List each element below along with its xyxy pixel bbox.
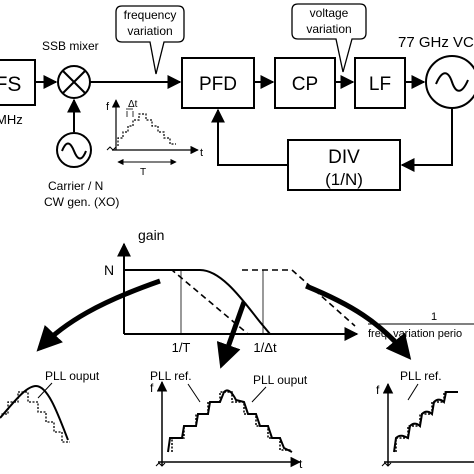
gain-curve-dashed-low xyxy=(140,269,249,335)
gain-curve-solid xyxy=(124,269,271,335)
svg-text:(1/N): (1/N) xyxy=(325,170,363,189)
pfd-block: PFD xyxy=(181,57,255,109)
div-block: DIV (1/N) xyxy=(287,139,401,191)
svg-text:f: f xyxy=(106,101,110,113)
gain-plot-level-n: N xyxy=(104,262,114,278)
bottom-left-legend: PLL ouput xyxy=(45,369,100,383)
pointer-arrow-right xyxy=(305,283,412,360)
pointer-arrow-left xyxy=(36,278,161,352)
carrier-label-line1: Carrier / N xyxy=(48,179,103,193)
svg-text:variation: variation xyxy=(127,24,172,38)
pointer-arrow-middle xyxy=(216,301,247,369)
svg-text:DIV: DIV xyxy=(328,147,360,168)
ssb-mixer-label: SSB mixer xyxy=(42,39,99,53)
svg-text:T: T xyxy=(140,167,146,178)
svg-text:frequency: frequency xyxy=(124,8,177,22)
gain-curve-dashed-high xyxy=(242,269,356,327)
bottom-middle-legend-out: PLL ouput xyxy=(253,373,308,387)
gain-plot-xtick-1: 1/T xyxy=(172,340,191,355)
gain-plot: gain N 1/T 1/Δt 1 freq. variation perio xyxy=(104,227,474,355)
svg-text:Δt: Δt xyxy=(128,99,138,110)
svg-text:t: t xyxy=(299,457,303,471)
svg-text:LF: LF xyxy=(369,74,391,95)
svg-text:PFD: PFD xyxy=(199,74,237,95)
wire-vco-to-div xyxy=(400,108,453,172)
gain-plot-ylabel: gain xyxy=(138,227,164,243)
cp-block: CP xyxy=(274,57,336,109)
carrier-label-line2: CW gen. (XO) xyxy=(44,195,119,209)
bottom-middle-legend-ref: PLL ref. xyxy=(150,369,192,383)
svg-text:f: f xyxy=(376,383,380,397)
frequency-variation-callout: frequency variation xyxy=(115,5,185,75)
svg-text:voltage: voltage xyxy=(310,6,349,20)
svg-text:CP: CP xyxy=(292,74,318,95)
fs-frequency-label: MHz xyxy=(0,112,23,127)
voltage-variation-callout: voltage variation xyxy=(291,3,367,73)
lf-block: LF xyxy=(354,57,406,109)
svg-text:t: t xyxy=(200,147,203,159)
svg-text:variation: variation xyxy=(306,22,351,36)
carrier-generator-symbol xyxy=(56,132,92,168)
fs-block: FS xyxy=(0,59,36,106)
svg-text:f: f xyxy=(150,381,154,395)
bottom-right-legend: PLL ref. xyxy=(400,369,442,383)
wire-div-to-pfd xyxy=(211,108,288,166)
svg-text:FS: FS xyxy=(0,73,21,96)
gain-plot-xtick-2: 1/Δt xyxy=(253,340,277,355)
bottom-right-plot: f PLL ref. xyxy=(376,369,474,467)
vco-symbol xyxy=(425,55,474,109)
bottom-left-plot: PLL ouput xyxy=(0,369,100,443)
staircase-inset: f t Δt T xyxy=(106,99,203,178)
vco-label: 77 GHz VC xyxy=(398,34,474,51)
ssb-mixer-symbol xyxy=(57,65,91,99)
gain-plot-xaxis-numerator: 1 xyxy=(431,311,437,323)
bottom-middle-plot: f t PLL ref. PLL ouput xyxy=(150,369,308,471)
